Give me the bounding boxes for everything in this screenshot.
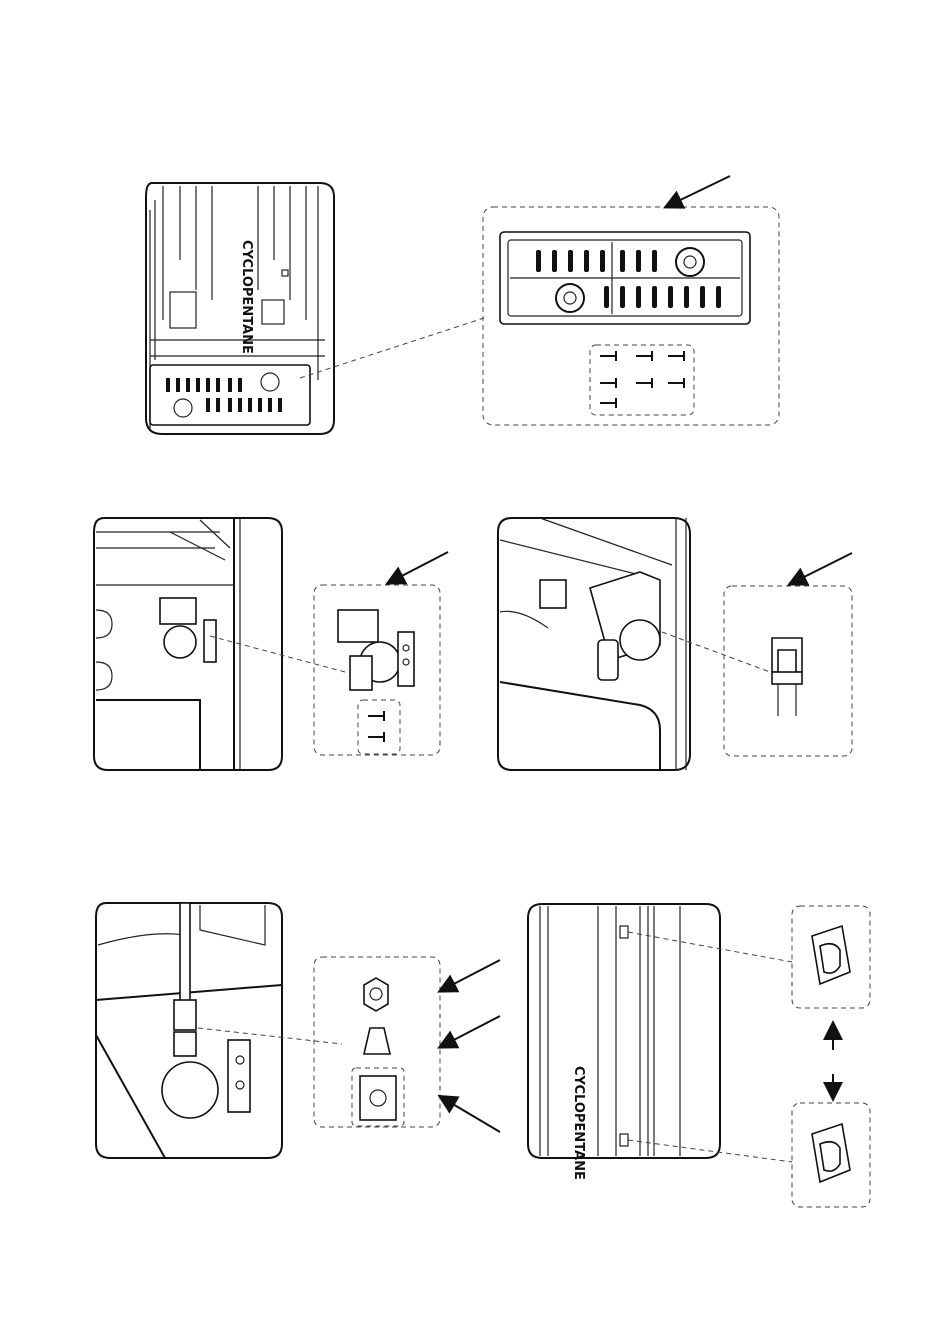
nut-icon bbox=[364, 978, 388, 1011]
sleeve-icon bbox=[364, 1028, 390, 1054]
cyclopentane-label-2: CYCLOPENTANE bbox=[571, 1066, 586, 1180]
water-valve-view bbox=[94, 518, 345, 770]
rear-cover-view: CYCLOPENTANE bbox=[146, 183, 484, 434]
cyclopentane-label-1: CYCLOPENTANE bbox=[239, 240, 254, 354]
valve-tube-view bbox=[96, 903, 342, 1158]
screw-icon-group bbox=[368, 711, 384, 742]
callout-arrow-icon bbox=[446, 960, 500, 988]
callout-arrow-icon bbox=[394, 552, 448, 580]
water-valve-callout bbox=[314, 552, 448, 755]
callout-arrow-icon bbox=[446, 1016, 500, 1044]
tube-clip-icon bbox=[820, 1142, 840, 1171]
cabinet-side-view: CYCLOPENTANE bbox=[528, 904, 792, 1180]
fitting-callout bbox=[314, 957, 500, 1132]
callout-arrow-icon bbox=[446, 1100, 500, 1132]
screw-icon-group bbox=[600, 351, 684, 408]
tube-clip-callout-top bbox=[792, 906, 870, 1008]
tube-clip-icon bbox=[820, 944, 840, 973]
callout-arrow-icon bbox=[672, 176, 730, 204]
callout-arrow-icon bbox=[796, 553, 852, 581]
valve-port-icon bbox=[360, 1076, 396, 1120]
connector-callout bbox=[724, 553, 852, 756]
wire-connector-icon bbox=[772, 638, 802, 716]
rear-cover-callout bbox=[483, 176, 779, 425]
tube-clip-callout-bottom bbox=[792, 1103, 870, 1207]
valve-connector-view bbox=[498, 518, 770, 770]
